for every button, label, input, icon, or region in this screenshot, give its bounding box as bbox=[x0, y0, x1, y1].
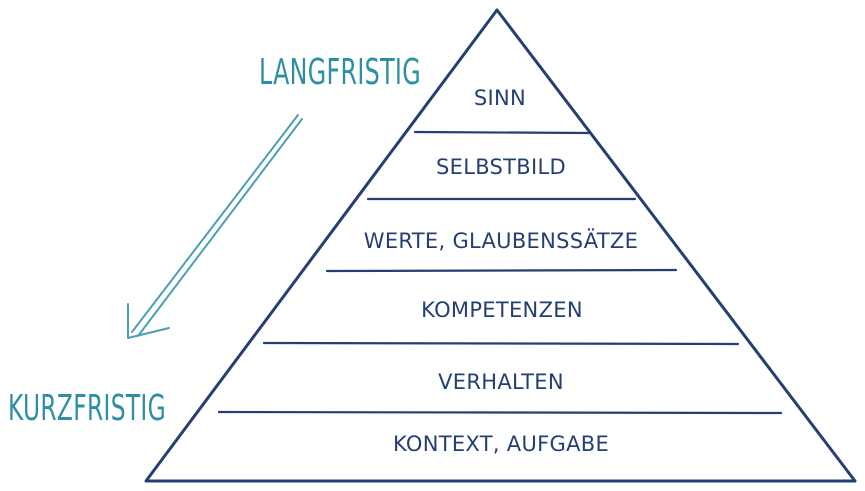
label-langfristig: LANGFRISTIG bbox=[259, 52, 421, 93]
level-label-sinn: SINN bbox=[474, 86, 526, 110]
level-divider-3 bbox=[325, 268, 678, 273]
level-label-kompetenzen: KOMPETENZEN bbox=[421, 298, 583, 322]
level-divider-5 bbox=[217, 410, 783, 415]
level-label-kontext: KONTEXT, AUFGABE bbox=[393, 432, 609, 456]
level-label-selbstbild: SELBSTBILD bbox=[436, 155, 566, 179]
pyramid-outline bbox=[144, 8, 857, 483]
level-divider-1 bbox=[413, 130, 591, 135]
label-kurzfristig: KURZFRISTIG bbox=[8, 388, 166, 429]
level-label-verhalten: VERHALTEN bbox=[438, 370, 564, 394]
arrow-down-left-icon bbox=[127, 114, 303, 339]
level-divider-4 bbox=[262, 341, 740, 346]
level-label-werte: WERTE, GLAUBENSSÄTZE bbox=[364, 228, 638, 253]
